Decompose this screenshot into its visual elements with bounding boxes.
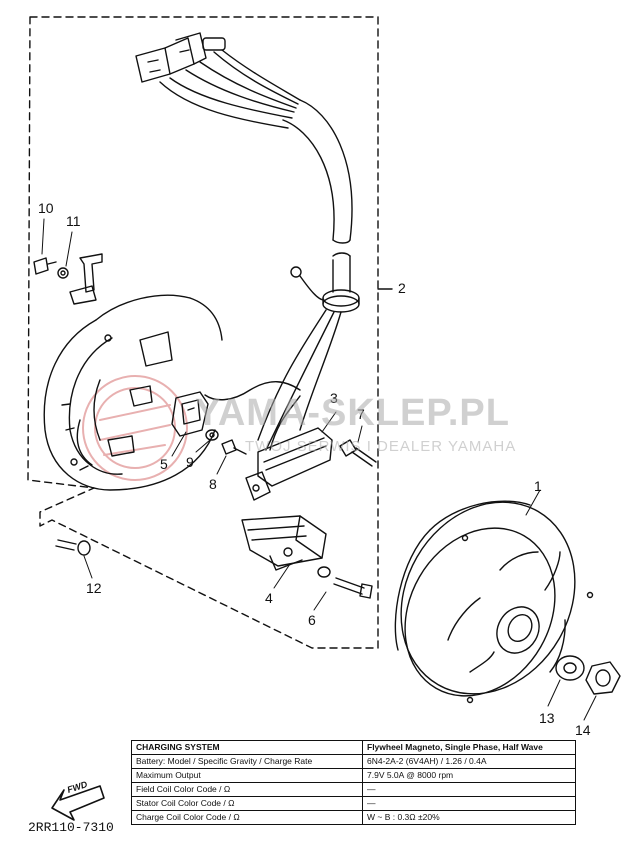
callout-8: 8 <box>209 476 217 492</box>
assembly-boundary <box>27 16 379 649</box>
cable-sheath <box>282 99 353 293</box>
watermark-subtext: TWOJ SERWIS I DEALER YAMAHA <box>245 438 517 455</box>
callout-14: 14 <box>575 722 591 738</box>
wire-connector <box>135 32 226 83</box>
screw-12 <box>55 539 91 556</box>
callout-9: 9 <box>186 454 194 470</box>
spec-row: Field Coil Color Code / Ω — <box>131 782 576 797</box>
ground-wire <box>290 266 325 301</box>
callout-7: 7 <box>357 406 365 422</box>
coil-leads <box>204 309 342 451</box>
spec-row-value: 6N4-2A-2 (6V4AH) / 1.26 / 0.4A <box>362 754 576 769</box>
spec-header-value: Flywheel Magneto, Single Phase, Half Wav… <box>362 740 576 755</box>
screw-7 <box>339 439 377 467</box>
pickup-coil-5 <box>171 391 209 437</box>
wire-bundle <box>159 49 301 129</box>
spec-row-value: — <box>362 796 576 811</box>
spec-row-label: Stator Coil Color Code / Ω <box>131 796 363 811</box>
flywheel-rotor-1 <box>394 500 594 704</box>
grommet <box>322 289 360 313</box>
spec-row: Charge Coil Color Code / Ω W ~ B : 0.3Ω … <box>131 810 576 825</box>
charge-coil-3 <box>245 427 333 501</box>
washer-13 <box>555 655 585 681</box>
callout-11: 11 <box>66 213 81 229</box>
spec-row-value: W ~ B : 0.3Ω ±20% <box>362 810 576 825</box>
spec-row-label: Battery: Model / Specific Gravity / Char… <box>131 754 363 769</box>
bracket <box>69 253 103 305</box>
spec-row-label: Maximum Output <box>131 768 363 783</box>
watermark-emblem <box>82 375 188 481</box>
spec-row-label: Charge Coil Color Code / Ω <box>131 810 363 825</box>
spec-row: Battery: Model / Specific Gravity / Char… <box>131 754 576 769</box>
nut-14 <box>585 661 621 695</box>
callout-3: 3 <box>330 390 338 406</box>
stator-base-plate <box>43 294 223 491</box>
washer-9 <box>205 429 219 441</box>
spec-row-label: Field Coil Color Code / Ω <box>131 782 363 797</box>
washer-6 <box>317 566 331 578</box>
callout-6: 6 <box>308 612 316 628</box>
callout-10: 10 <box>38 200 54 216</box>
spec-row-value: — <box>362 782 576 797</box>
spec-row-value: 7.9V 5.0A @ 8000 rpm <box>362 768 576 783</box>
spec-header-row: CHARGING SYSTEM Flywheel Magneto, Single… <box>131 740 576 755</box>
callout-13: 13 <box>539 710 555 726</box>
fwd-arrow-icon <box>51 785 105 821</box>
callout-12: 12 <box>86 580 102 596</box>
callout-1: 1 <box>534 478 542 494</box>
diagram-code: 2RR110-7310 <box>28 820 114 835</box>
callout-4: 4 <box>265 590 273 606</box>
screw-10 <box>33 257 57 275</box>
washer-11 <box>57 267 69 279</box>
leader-lines <box>41 218 597 721</box>
spec-header-label: CHARGING SYSTEM <box>131 740 363 755</box>
watermark-text: YAMA-SKLEP.PL <box>195 392 510 434</box>
lighting-coil-4 <box>241 515 327 571</box>
charging-system-spec-table: CHARGING SYSTEM Flywheel Magneto, Single… <box>131 740 576 825</box>
screw-8 <box>221 439 247 455</box>
spec-row: Stator Coil Color Code / Ω — <box>131 796 576 811</box>
spec-row: Maximum Output 7.9V 5.0A @ 8000 rpm <box>131 768 576 783</box>
callout-2: 2 <box>398 280 406 296</box>
callout-5: 5 <box>160 456 168 472</box>
screw-6 <box>333 577 373 599</box>
